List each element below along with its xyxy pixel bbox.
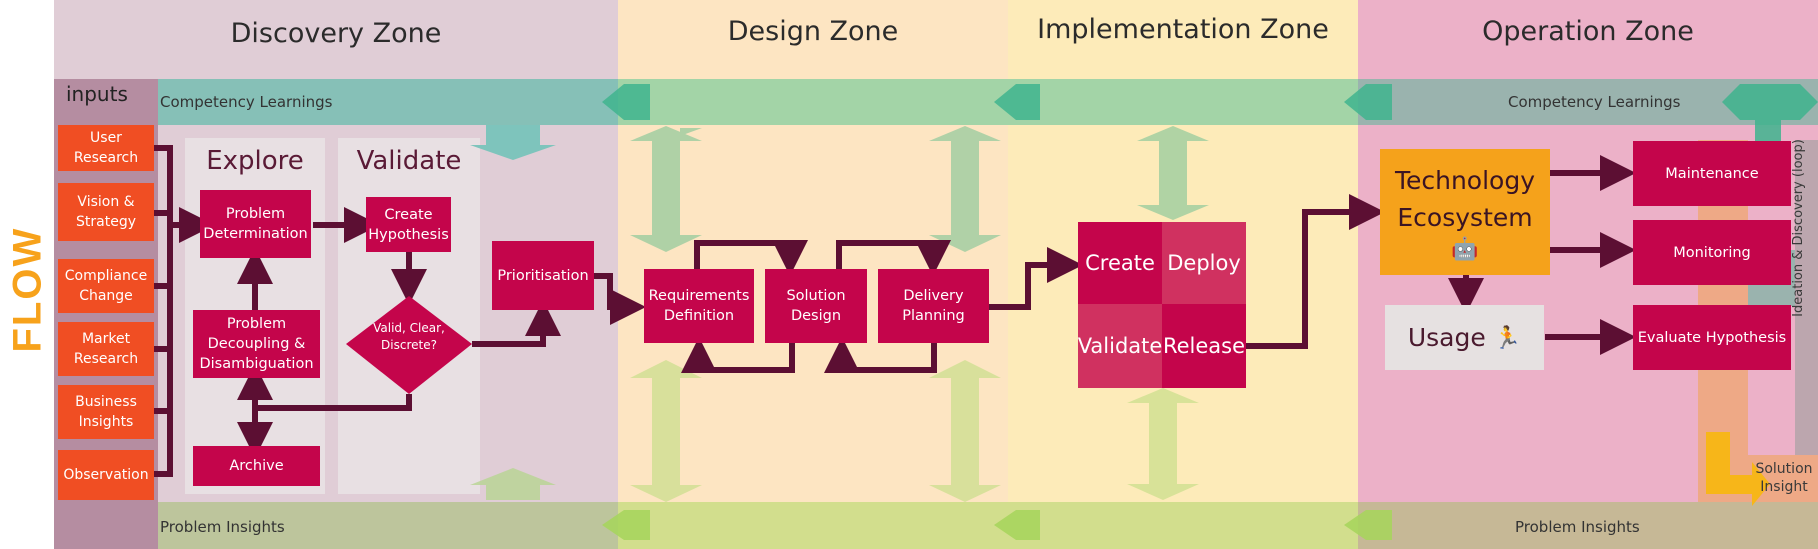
archive-box: Archive [193, 446, 320, 486]
input-observation: Observation [58, 450, 154, 500]
solution-insight-label: Solution Insight [1755, 461, 1813, 495]
problem-insights-label: Problem Insights [160, 518, 285, 536]
zone-title: Operation Zone [1482, 16, 1694, 47]
validate-title: Validate [356, 146, 462, 176]
validate-cell: Validate [1078, 304, 1162, 388]
insights-band-implementation [1008, 502, 1358, 549]
input-vision-strategy: Vision & Strategy [58, 183, 154, 241]
insights-band-discovery [158, 502, 618, 549]
zone-title: Discovery Zone [230, 18, 442, 49]
robot-icon: 🤖 [1451, 236, 1479, 261]
decision-label: Valid, Clear, Discrete? [373, 321, 445, 352]
competency-learnings-label-right: Competency Learnings [1508, 93, 1681, 111]
input-compliance-change: Compliance Change [58, 259, 154, 313]
competency-arrow-icon [602, 84, 1818, 144]
monitoring-box: Monitoring [1633, 220, 1791, 285]
zone-title: Implementation Zone [1037, 14, 1329, 45]
create-cell: Create [1078, 222, 1162, 304]
loop-label: Ideation & Discovery (loop) [1791, 139, 1806, 317]
technology-ecosystem-label: Technology Ecosystem [1394, 166, 1536, 232]
evaluate-hypothesis-box: Evaluate Hypothesis [1633, 305, 1791, 370]
insights-arrow-icon [602, 510, 1392, 540]
deploy-cell: Deploy [1162, 222, 1246, 304]
flow-label: FLOW [5, 226, 50, 353]
usage-label: Usage [1407, 323, 1486, 352]
decision-diamond [346, 296, 472, 394]
explore-title: Explore [206, 146, 304, 176]
competency-learnings-label: Competency Learnings [160, 93, 333, 111]
prioritisation-box: Prioritisation [492, 241, 594, 310]
maintenance-box: Maintenance [1633, 141, 1791, 206]
requirements-definition-box: Requirements Definition [644, 269, 754, 343]
create-hypothesis-box: Create Hypothesis [366, 197, 451, 252]
design-feedback-arrow-icon [630, 126, 1209, 502]
technology-ecosystem-box: Technology Ecosystem 🤖 [1380, 149, 1550, 275]
solution-design-box: Solution Design [765, 269, 867, 343]
delivery-planning-box: Delivery Planning [878, 269, 989, 343]
input-business-insights: Business Insights [58, 385, 154, 439]
input-market-research: Market Research [58, 322, 154, 376]
runner-icon: 🏃 [1493, 324, 1522, 350]
insights-band-design [618, 502, 1008, 549]
usage-box: Usage 🏃 [1385, 305, 1544, 370]
input-user-research: User Research [58, 125, 154, 171]
insights-band-operation [1358, 502, 1818, 549]
problem-determination-box: Problem Determination [200, 190, 311, 258]
operation-loop-strip [1795, 140, 1818, 500]
competency-band-design [618, 79, 1008, 125]
zone-title: Design Zone [727, 16, 899, 47]
release-cell: Release [1162, 304, 1246, 388]
solution-insight-arrow-icon [1706, 432, 1770, 506]
inputs-label: inputs [66, 82, 128, 106]
problem-insights-label-right: Problem Insights [1515, 518, 1640, 536]
competency-band-discovery [158, 79, 618, 125]
competency-band-implementation [1008, 79, 1358, 125]
problem-decoupling-box: Problem Decoupling & Disambiguation [193, 310, 320, 378]
